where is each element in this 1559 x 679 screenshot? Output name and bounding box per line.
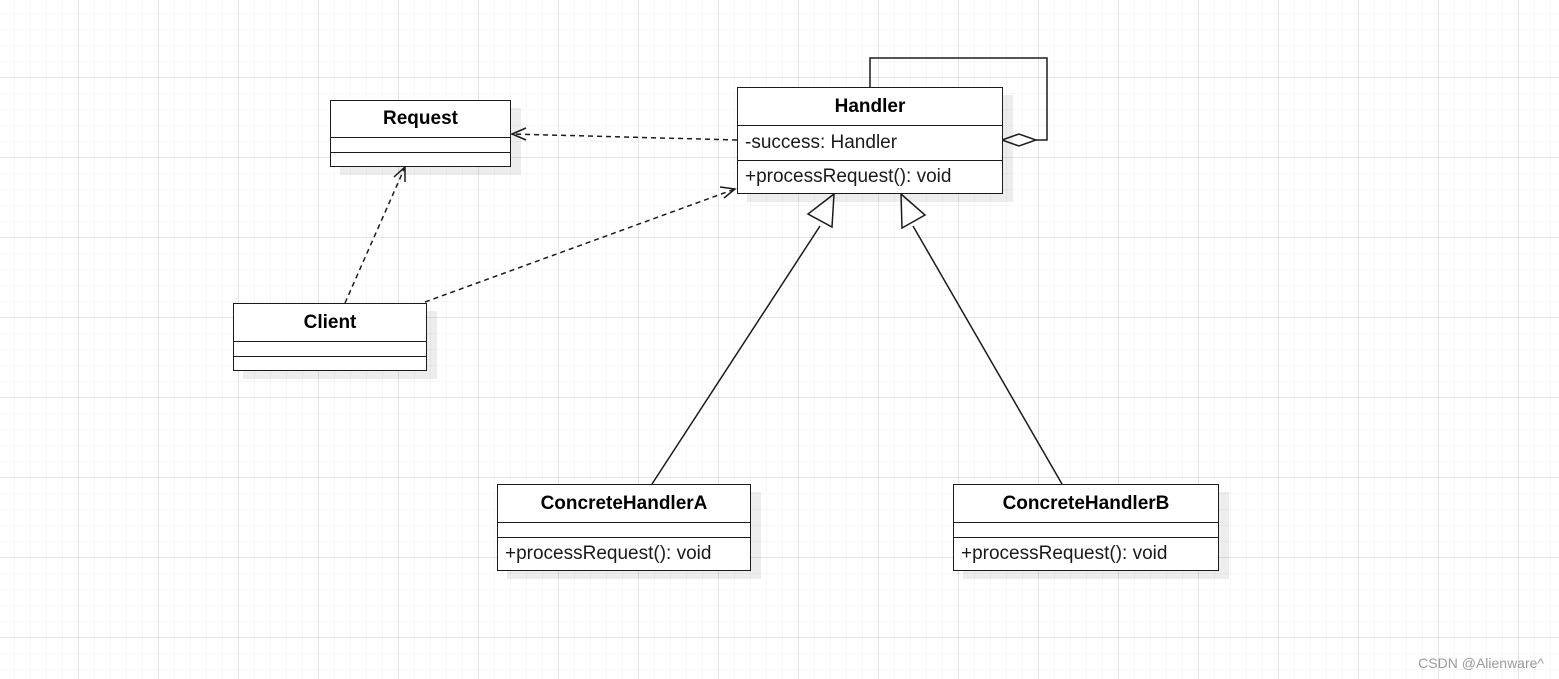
class-concrete-handler-b[interactable]: ConcreteHandlerB +processRequest(): void (953, 484, 1219, 571)
dependency-client-handler (424, 186, 737, 303)
class-client[interactable]: Client (233, 303, 427, 371)
class-name: ConcreteHandlerA (498, 485, 750, 523)
class-name: Request (331, 101, 510, 138)
generalization-concrete-a-handler (651, 192, 835, 485)
class-name: ConcreteHandlerB (954, 485, 1218, 523)
methods-compartment (234, 357, 426, 369)
class-name: Client (234, 304, 426, 342)
dependency-client-request (344, 165, 406, 304)
generalization-concrete-b-handler (900, 192, 1063, 485)
watermark-text: CSDN @Alienware^ (1418, 655, 1544, 671)
attributes-compartment (498, 523, 750, 538)
class-request[interactable]: Request (330, 100, 511, 167)
class-concrete-handler-a[interactable]: ConcreteHandlerA +processRequest(): void (497, 484, 751, 571)
attributes-compartment (234, 342, 426, 357)
dependency-handler-request (510, 127, 738, 141)
method-process-request: +processRequest(): void (745, 165, 952, 187)
methods-compartment (331, 153, 510, 165)
attribute-success: -success: Handler (738, 126, 1002, 161)
method-process-request: +processRequest(): void (505, 542, 712, 564)
attributes-compartment (331, 138, 510, 153)
attributes-compartment (954, 523, 1218, 538)
method-process-request: +processRequest(): void (961, 542, 1168, 564)
class-name: Handler (738, 88, 1002, 126)
class-handler[interactable]: Handler -success: Handler +processReques… (737, 87, 1003, 194)
